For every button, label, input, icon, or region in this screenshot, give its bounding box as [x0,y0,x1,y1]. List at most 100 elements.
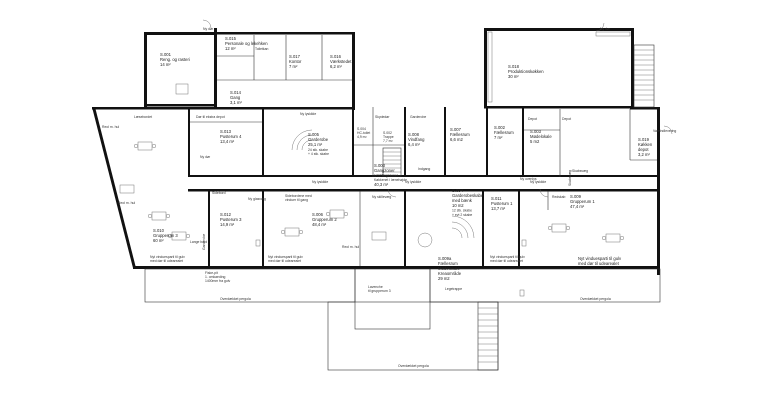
svg-text:Udstillingszoner: Udstillingszoner [374,174,399,178]
svg-text:med dør til udearealet: med dør til udearealet [268,259,301,263]
svg-text:Ny lyskilde: Ny lyskilde [405,180,421,184]
svg-text:Læsebordet: Læsebordet [134,115,152,119]
svg-text:S.009: S.009 [570,194,582,199]
room-s006: S.006 Grupperum 2 48,4 m² [312,212,337,227]
svg-text:14 m²: 14 m² [160,62,171,67]
rotated-labels: Garderobe Skabsvæg [202,170,572,250]
svg-text:Sidebord: Sidebord [212,191,226,195]
svg-text:S.019: S.019 [638,137,650,142]
svg-text:Vindfang: Vindfang [408,137,425,142]
room-s005: S.005 Garderobe 25,1 m² 24 stk. skabe + … [308,132,329,156]
svg-text:Vareindlevering: Vareindlevering [653,129,676,133]
svg-text:Kreaområde: Kreaområde [438,271,462,276]
svg-text:Reol m. hul: Reol m. hul [118,201,135,205]
room-s004w: S.004 HC-toilet 4,9 m² [357,127,370,139]
svg-text:til grupperum 3: til grupperum 3 [368,289,391,293]
svg-text:Depot: Depot [528,117,537,121]
svg-text:Nyt vinduesparti til gulv: Nyt vinduesparti til gulv [150,255,185,259]
svg-text:Redskab: Redskab [552,195,565,199]
svg-text:Skydedør: Skydedør [375,115,390,119]
svg-text:S.008: S.008 [408,132,420,137]
svg-text:Sidebordene med: Sidebordene med [285,194,312,198]
svg-text:S.010: S.010 [153,228,165,233]
svg-text:13,7 m²: 13,7 m² [491,206,506,211]
svg-text:S.017: S.017 [289,54,301,59]
room-s009: S.009 Grupperum 1 47,4 m² [570,194,595,209]
svg-text:Ny dør: Ny dør [200,155,211,159]
svg-text:Gangzoner: Gangzoner [374,168,395,173]
svg-text:40,3 m²: 40,3 m² [374,182,389,187]
svg-text:Pusterum 4: Pusterum 4 [220,134,242,139]
svg-text:Ny lyskilde: Ny lyskilde [312,180,328,184]
svg-text:Garderobe: Garderobe [308,137,329,142]
svg-text:Fællesrum: Fællesrum [438,261,458,266]
svg-text:Depot: Depot [562,117,571,121]
svg-text:S.002: S.002 [383,131,392,135]
svg-text:25,1 m²: 25,1 m² [308,142,323,147]
svg-text:Dør til ekstra depot: Dør til ekstra depot [196,115,225,119]
room-s017: S.017 Kontor 7 m² [289,54,302,69]
room-s002b: S.002 Fællesrum 7 m² [494,125,514,140]
svg-text:S.012: S.012 [220,212,232,217]
svg-text:Nyt vinduesparti til gulv: Nyt vinduesparti til gulv [268,255,303,259]
svg-text:S.013: S.013 [220,129,232,134]
svg-text:Reol m. hul: Reol m. hul [342,245,359,249]
room-s008: S.008 Vindfang 6,4 m² [408,132,425,147]
svg-text:3,2 m²: 3,2 m² [638,152,650,157]
svg-text:Ny dør: Ny dør [600,27,611,31]
svg-text:1. omkaeding: 1. omkaeding [205,275,225,279]
svg-text:Ny ovenlys: Ny ovenlys [520,177,537,181]
svg-text:6,4 m²: 6,4 m² [408,142,420,147]
interior-lines [190,35,657,266]
svg-text:S.014: S.014 [230,90,242,95]
svg-text:Produktionskøkken: Produktionskøkken [508,69,544,74]
svg-text:Køkkenet i lænehøjde: Køkkenet i lænehøjde [374,178,407,182]
svg-text:HC-toilet: HC-toilet [357,131,370,135]
svg-text:5 m2: 5 m2 [530,139,540,144]
room-s003b: S.003 Gangzoner Udstillingszoner Køkkene… [374,163,407,187]
room-s018: S.018 Produktionskøkken 30 m² [508,64,544,79]
svg-text:7 m²: 7 m² [494,135,503,140]
svg-text:Garderobe: Garderobe [202,234,206,250]
svg-text:Ny lyskilde: Ny lyskilde [530,180,546,184]
svg-text:7,7 m²: 7,7 m² [383,139,393,143]
svg-text:Fællesrum: Fællesrum [494,130,514,135]
svg-text:Nyt vinduesparti til gulv: Nyt vinduesparti til gulv [490,255,525,259]
svg-text:Fiske-pit: Fiske-pit [205,271,218,275]
svg-text:Værkstedet: Værkstedet [330,59,352,64]
svg-text:S.011: S.011 [491,196,502,201]
svg-text:Mødelokale: Mødelokale [438,266,460,271]
stair-s002 [382,147,402,177]
room-s004: S.004 Garderobeskabe med bænk 10 m2 12 s… [452,188,484,217]
svg-text:Grupperum 2: Grupperum 2 [312,217,337,222]
outdoor [144,44,661,371]
svg-text:1400mm fra gulv: 1400mm fra gulv [205,279,231,283]
svg-text:12 m²: 12 m² [225,46,236,51]
svg-text:S.004: S.004 [357,127,366,131]
svg-text:Legetrappe: Legetrappe [445,287,462,291]
room-s013: S.013 Pusterum 4 13,4 m² [220,129,242,144]
svg-text:S.004: S.004 [452,188,464,193]
room-s016: S.016 Værkstedet 6,2 m² [330,54,352,69]
room-s001: S.001 Reng. og rasteri 14 m² [160,52,190,67]
svg-text:48,4 m²: 48,4 m² [312,222,327,227]
svg-text:Reol m. hul: Reol m. hul [102,125,119,129]
svg-text:S.003: S.003 [530,129,542,134]
svg-text:Lange bord: Lange bord [190,240,207,244]
room-s003: S.003 Mødelokale 5 m2 [530,129,552,144]
svg-text:med dør til udearealet: med dør til udearealet [150,259,183,263]
svg-text:6,6 m2: 6,6 m2 [450,137,463,142]
svg-text:Overdækket pergola: Overdækket pergola [398,364,429,368]
svg-text:6,2 m²: 6,2 m² [330,64,342,69]
ramp-right-top [633,44,655,108]
svg-text:+ evt 2 skabe: + evt 2 skabe [452,213,472,217]
svg-text:Pusterum 1: Pusterum 1 [491,201,513,206]
svg-text:30 m²: 30 m² [508,74,519,79]
svg-text:Skabsvæg: Skabsvæg [568,170,572,186]
furniture [119,31,631,297]
svg-text:Ny glasvæg: Ny glasvæg [248,197,266,201]
svg-text:med dør til udearealet: med dør til udearealet [490,259,523,263]
svg-text:Garderobeskabe: Garderobeskabe [452,193,484,198]
svg-text:3,1 m²: 3,1 m² [230,100,242,105]
